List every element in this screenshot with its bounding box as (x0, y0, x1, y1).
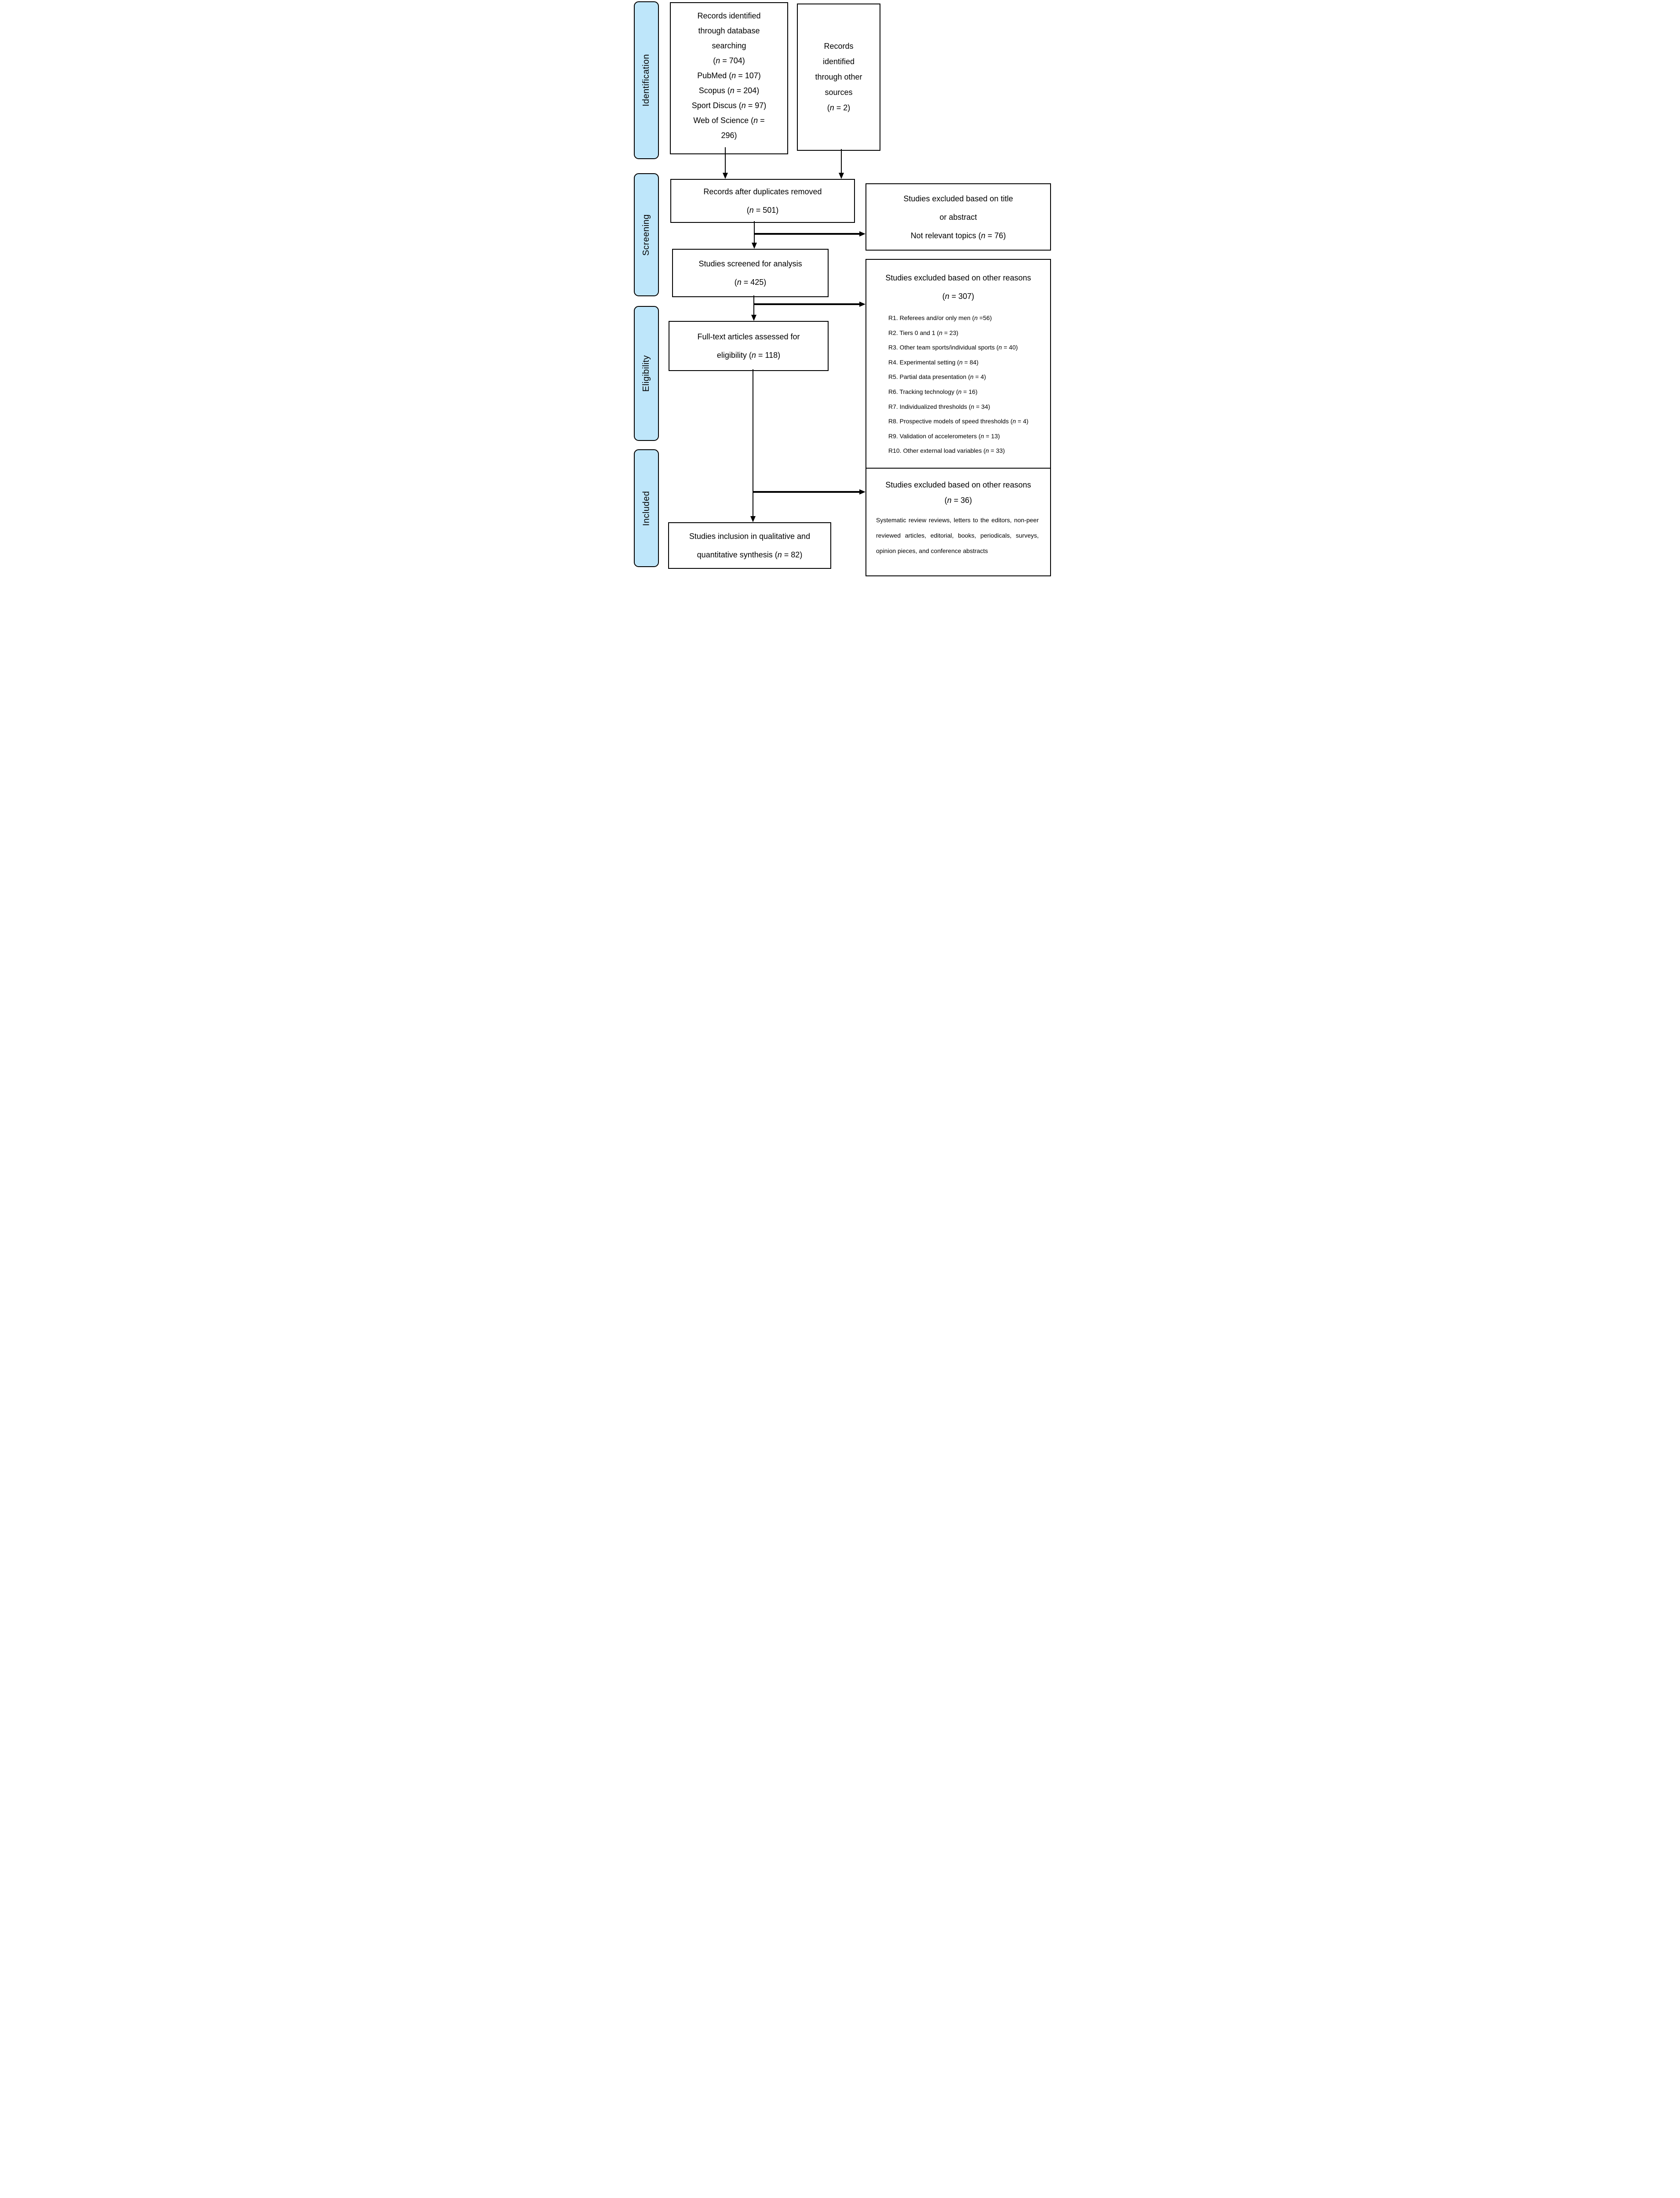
stage-eligibility: Eligibility (634, 306, 659, 441)
box-full-text-assessed: Full-text articles assessed for eligibil… (669, 321, 829, 371)
list-item: R8. Prospective models of speed threshol… (888, 418, 1029, 425)
box-line: Web of Science (n = (693, 116, 765, 125)
box-records-other-sources: Records identified through other sources… (797, 4, 880, 151)
list-item: R9. Validation of accelerometers (n = 13… (888, 432, 1000, 440)
box-title: Studies excluded based on other reasons … (866, 269, 1050, 306)
arrowhead-down (751, 315, 756, 321)
box-line: (n = 36) (944, 496, 972, 505)
box-line: (n = 501) (746, 206, 779, 215)
stage-identification: Identification (634, 1, 659, 159)
arrowhead-down (723, 173, 728, 179)
arrowhead-down (839, 173, 844, 179)
arrow-other-sources-to-duplicates (841, 149, 842, 174)
arrow-duplicates-to-screened (754, 221, 755, 244)
list-item: R10. Other external load variables (n = … (888, 447, 1005, 455)
list-item: R1. Referees and/or only men (n =56) (888, 314, 992, 321)
box-line: (n = 307) (942, 292, 975, 301)
arrow-branch-to-other-reasons-36 (753, 491, 859, 493)
box-line: Full-text articles assessed for (697, 332, 800, 341)
arrow-branch-to-title-abstract-excluded (754, 233, 859, 235)
box-line: or abstract (939, 212, 977, 222)
box-line: Sport Discus (n = 97) (691, 101, 767, 110)
box-line: PubMed (n = 107) (697, 71, 761, 80)
box-line: Studies inclusion in qualitative and (689, 532, 811, 541)
list-item: R5. Partial data presentation (n = 4) (888, 373, 986, 381)
arrow-database-to-duplicates (725, 147, 726, 174)
arrowhead-down (752, 243, 757, 249)
arrowhead-down (750, 516, 756, 522)
box-line: 296) (721, 131, 737, 140)
arrow-screened-to-fulltext (753, 295, 754, 316)
stage-screening-label: Screening (641, 214, 651, 256)
arrowhead-right (859, 231, 865, 237)
box-line: through other (815, 73, 862, 81)
box-line: Studies screened for analysis (698, 259, 802, 268)
box-line: (n = 425) (734, 278, 767, 287)
box-line: Records identified (697, 11, 761, 20)
exclusion-reason-list: R1. Referees and/or only men (n =56) R2.… (866, 311, 1050, 459)
stage-identification-label: Identification (641, 54, 651, 107)
box-line: sources (825, 88, 853, 97)
box-excluded-other-reasons-36: Studies excluded based on other reasons … (865, 468, 1051, 576)
stage-included: Included (634, 449, 659, 567)
box-line: Studies excluded based on other reasons (885, 273, 1031, 282)
box-records-after-duplicates: Records after duplicates removed (n = 50… (670, 179, 855, 223)
list-item: R6. Tracking technology (n = 16) (888, 388, 978, 395)
box-excluded-title-abstract: Studies excluded based on title or abstr… (865, 183, 1051, 251)
arrow-branch-to-other-reasons-307 (754, 303, 859, 305)
stage-included-label: Included (641, 491, 651, 526)
box-excluded-other-reasons-307: Studies excluded based on other reasons … (865, 259, 1051, 471)
stage-eligibility-label: Eligibility (641, 355, 651, 392)
box-line: identified (822, 57, 855, 66)
box-title: Studies excluded based on other reasons … (866, 477, 1050, 508)
list-item: R2. Tiers 0 and 1 (n = 23) (888, 329, 959, 336)
box-studies-screened: Studies screened for analysis (n = 425) (672, 249, 829, 297)
box-records-database-searching: Records identified through database sear… (670, 2, 788, 154)
arrowhead-right (859, 302, 865, 307)
box-line: Studies excluded based on title (903, 194, 1013, 203)
box-line: eligibility (n = 118) (716, 351, 781, 360)
arrowhead-right (859, 489, 865, 495)
box-line: through database (698, 26, 760, 35)
list-item: R7. Individualized thresholds (n = 34) (888, 403, 990, 410)
exclusion-description: Systematic review reviews, letters to th… (876, 517, 1039, 554)
prisma-flow-diagram: Identification Screening Eligibility Inc… (630, 0, 1051, 576)
list-item: R3. Other team sports/individual sports … (888, 344, 1018, 351)
box-included-synthesis: Studies inclusion in qualitative and qua… (668, 522, 831, 569)
box-line: Scopus (n = 204) (698, 86, 760, 95)
box-line: quantitative synthesis (n = 82) (697, 550, 803, 559)
box-line: (n = 2) (827, 103, 851, 112)
box-line: Records (824, 42, 854, 51)
box-line: Studies excluded based on other reasons (885, 480, 1031, 489)
stage-screening: Screening (634, 173, 659, 296)
box-line: (n = 704) (713, 56, 745, 65)
box-line: searching (712, 41, 746, 50)
list-item: R4. Experimental setting (n = 84) (888, 358, 979, 366)
box-line: Not relevant topics (n = 76) (910, 231, 1006, 240)
box-line: Records after duplicates removed (703, 187, 822, 196)
